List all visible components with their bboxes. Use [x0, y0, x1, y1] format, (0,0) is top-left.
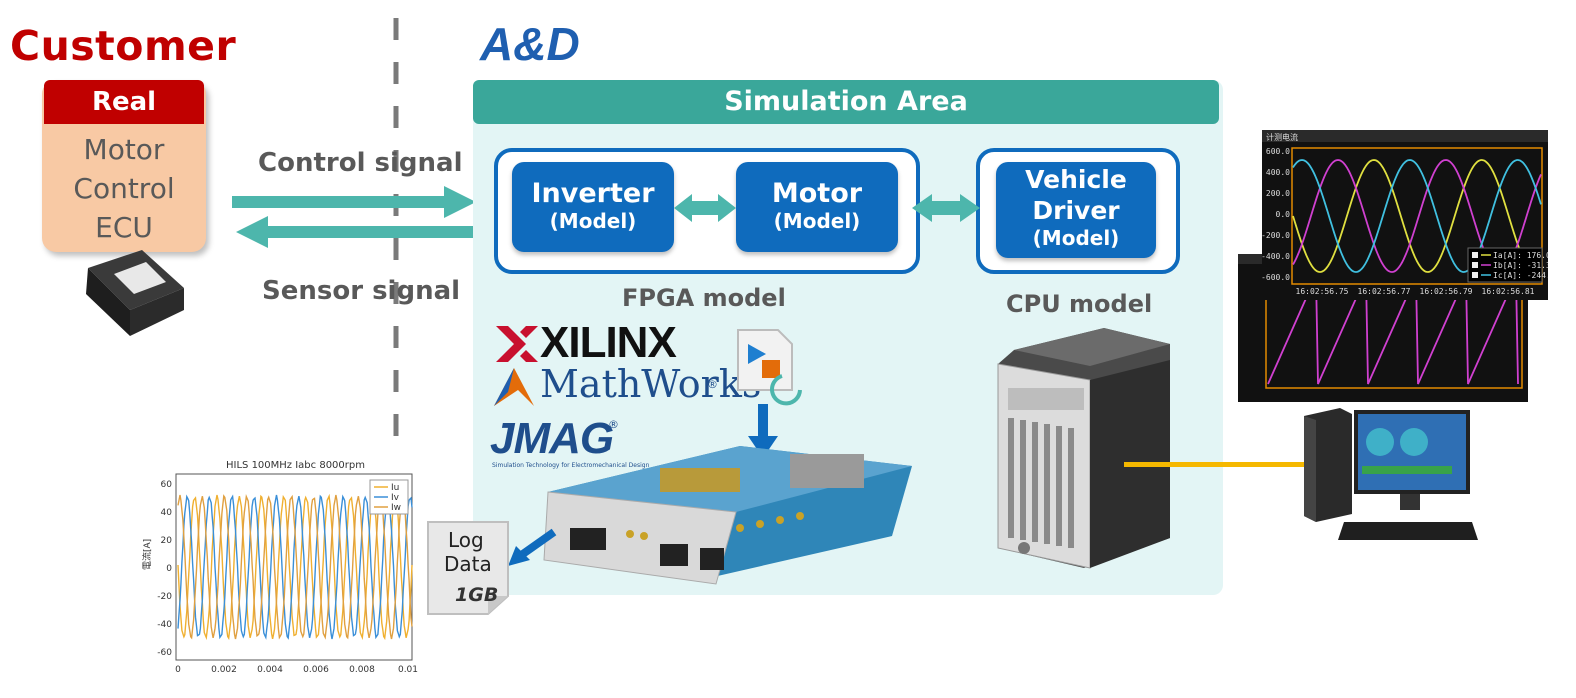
ecu-hardware-image [86, 250, 184, 336]
signal-arrows [232, 186, 480, 248]
vehicle-model-sub: (Model) [1032, 226, 1120, 250]
model-file-icon [737, 329, 802, 458]
log-chart-yticks: 60 40 20 0 -20 -40 -60 [157, 480, 172, 658]
log-chart-ytick: 0 [166, 564, 172, 574]
jmag-registered-mark: ® [608, 418, 619, 431]
scope-legend-check [1472, 252, 1478, 258]
control-signal-label: Control signal [258, 148, 463, 178]
log-chart-xtick: 0 [175, 665, 181, 675]
scope-legend-label: Ib[A]: -31.3 [1493, 261, 1548, 270]
xilinx-logo-text: XILINX [540, 318, 677, 367]
log-chart-xtick: 0.01 [398, 665, 418, 675]
ecu-label-line-2: Control [73, 172, 175, 205]
scope-ytick: 400.0 [1266, 168, 1290, 177]
log-chart-ytick: 20 [161, 536, 173, 546]
ecu-label-line-3: ECU [95, 211, 153, 244]
scope-window-title: 计测电流 [1266, 132, 1298, 142]
log-data-arrow [508, 528, 557, 566]
fpga-model-label: FPGA model [622, 284, 786, 312]
scope-legend-label: Ic[A]: -244.7 [1493, 271, 1548, 280]
scope-series [1292, 159, 1542, 273]
log-chart-series [177, 493, 413, 640]
log-chart-ytick: -60 [157, 648, 172, 658]
vehicle-driver-model-box: Vehicle Driver (Model) [996, 162, 1156, 258]
host-pc-image [1304, 408, 1478, 540]
log-chart-xtick: 0.006 [303, 665, 329, 675]
inverter-model-name: Inverter [531, 178, 655, 209]
simulation-area-header: Simulation Area [473, 80, 1219, 124]
scope-xtick: 16:02:56.77 [1358, 287, 1411, 296]
mathworks-logo-icon [494, 368, 534, 406]
log-legend-label: Iv [391, 493, 400, 503]
scope-ytick: -600.0 [1262, 273, 1290, 282]
scope-yticks: 600.0 400.0 200.0 0.0 -200.0 -400.0 -600.0 [1262, 147, 1290, 282]
scope-ytick: 600.0 [1266, 147, 1290, 156]
scope-window-front: 计测电流 600.0 400.0 200.0 0.0 -200.0 -400.0 -600.… [1262, 130, 1548, 300]
scope-ytick: -400.0 [1262, 252, 1290, 261]
vehicle-model-line-1: Vehicle [1025, 165, 1127, 194]
host-connection-cable [1124, 462, 1324, 467]
and-logo-text: A&D [479, 20, 580, 64]
log-data-line-2: Data [444, 552, 492, 576]
mathworks-registered-mark: ® [707, 378, 718, 391]
real-tag: Real [44, 80, 204, 124]
scope-ytick: 0.0 [1276, 210, 1291, 219]
log-chart-xtick: 0.004 [257, 665, 283, 675]
ecu-label-line-1: Motor [83, 133, 165, 166]
scope-legend-check [1472, 262, 1478, 268]
inverter-model-box: Inverter (Model) [512, 162, 674, 252]
scope-xtick: 16:02:56.79 [1420, 287, 1473, 296]
and-logo: A&D [479, 20, 580, 64]
log-chart-ytick: 60 [161, 480, 173, 490]
motor-model-box: Motor (Model) [736, 162, 898, 252]
log-chart-ytick: -20 [157, 592, 172, 602]
scope-xtick: 16:02:56.81 [1482, 287, 1535, 296]
scope-legend: Ia[A]: 176.0Ib[A]: -31.3Ic[A]: -244.7 [1472, 251, 1548, 280]
model-connectors [674, 194, 980, 222]
scope-xticks: 16:02:56.75 16:02:56.77 16:02:56.79 16:02:5… [1296, 287, 1535, 296]
sensor-signal-label: Sensor signal [262, 276, 461, 306]
scope-legend-label: Ia[A]: 176.0 [1493, 251, 1548, 260]
motor-model-sub: (Model) [773, 209, 861, 233]
log-chart-xtick: 0.002 [211, 665, 237, 675]
vehicle-model-line-2: Driver [1032, 196, 1120, 225]
fpga-board-image [543, 446, 912, 585]
log-chart-xtick: 0.008 [349, 665, 375, 675]
jmag-logo-text: JMAG [490, 414, 614, 463]
motor-model-name: Motor [771, 178, 863, 209]
cpu-chassis-image [997, 328, 1170, 569]
log-waveform-chart: 60 40 20 0 -20 -40 -60 0 0.002 0.004 0.006 0.008 0.… [141, 473, 418, 675]
scope-legend-check [1472, 272, 1478, 278]
log-chart-ytick: 40 [161, 508, 173, 518]
log-data-size: 1GB [455, 584, 499, 606]
log-chart-title: HILS 100MHz Iabc 8000rpm [226, 460, 365, 471]
scope-xtick: 16:02:56.75 [1296, 287, 1349, 296]
log-legend-label: Iu [391, 483, 399, 493]
cpu-model-label: CPU model [1006, 290, 1153, 318]
log-data-document-icon [427, 521, 509, 615]
log-chart-xticks: 0 0.002 0.004 0.006 0.008 0.01 [175, 665, 418, 675]
log-chart-ylabel: 電流[A] [141, 539, 153, 570]
log-legend-label: Iw [391, 503, 401, 513]
xilinx-logo-icon [496, 326, 538, 362]
log-chart-ytick: -40 [157, 620, 172, 630]
jmag-tagline: Simulation Technology for Electromechani… [492, 462, 650, 469]
mathworks-logo-text: MathWorks [540, 362, 762, 406]
customer-title: Customer [10, 22, 237, 70]
inverter-model-sub: (Model) [549, 209, 637, 233]
scope-ytick: 200.0 [1266, 189, 1290, 198]
scope-ytick: -200.0 [1262, 231, 1290, 240]
log-data-line-1: Log [448, 528, 484, 552]
